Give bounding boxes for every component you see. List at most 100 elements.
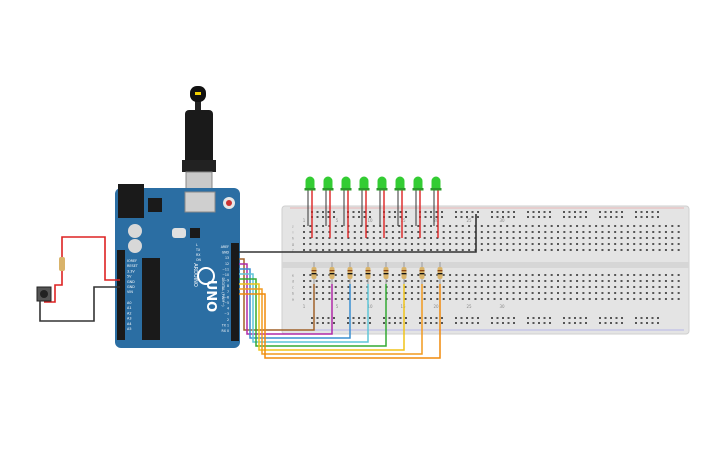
led-dome (377, 176, 387, 190)
column-number-bottom: 25 (466, 304, 472, 309)
breadboard-hole (506, 243, 509, 245)
rail-hole (394, 322, 396, 324)
breadboard-hole (353, 231, 356, 233)
breadboard-hole (455, 243, 458, 245)
breadboard-hole (379, 286, 382, 288)
rail-hole (471, 216, 474, 218)
rail-hole (549, 211, 551, 213)
led[interactable] (340, 176, 352, 239)
breadboard-hole (480, 292, 483, 294)
led[interactable] (412, 176, 424, 239)
resistor[interactable] (401, 262, 407, 284)
breadboard-hole (372, 292, 375, 294)
breadboard-hole (315, 231, 318, 233)
row-letter: c (292, 286, 294, 290)
breadboard-hole (531, 225, 534, 227)
resistor[interactable] (311, 262, 317, 284)
breadboard-hole (328, 280, 331, 282)
breadboard-hole (353, 286, 356, 288)
breadboard-hole (537, 286, 540, 288)
breadboard-hole (487, 292, 490, 294)
rail-hole (621, 317, 623, 319)
breadboard-hole (423, 274, 426, 276)
resistor[interactable] (365, 262, 371, 284)
led[interactable] (394, 176, 406, 239)
led[interactable] (322, 176, 334, 239)
rail-hole (496, 322, 499, 324)
breadboard-hole (601, 286, 604, 288)
breadboard-hole (658, 231, 661, 233)
rail-hole (604, 317, 607, 319)
breadboard-hole (645, 298, 648, 300)
breadboard-hole (563, 274, 566, 276)
led[interactable] (376, 176, 388, 239)
pin-label: A2 (127, 311, 131, 315)
breadboard-hole (671, 249, 674, 251)
breadboard-hole (544, 249, 547, 251)
breadboard-hole (626, 243, 629, 245)
led[interactable] (358, 176, 370, 239)
rail-hole (477, 216, 479, 218)
led-rim (340, 188, 352, 191)
breadboard-hole (639, 249, 642, 251)
breadboard-hole (658, 274, 661, 276)
breadboard-hole (315, 292, 318, 294)
resistor[interactable] (347, 262, 353, 284)
rail-hole (502, 322, 504, 324)
rail-hole (435, 211, 438, 213)
breadboard-hole (645, 286, 648, 288)
breadboard-hole (442, 237, 445, 239)
breadboard-hole (614, 274, 617, 276)
breadboard-hole (341, 243, 344, 245)
rail-hole (363, 317, 366, 319)
breadboard-hole (398, 292, 401, 294)
breadboard-hole (436, 286, 439, 288)
breadboard-hole (410, 286, 413, 288)
breadboard-hole (480, 243, 483, 245)
breadboard-hole (563, 249, 566, 251)
breadboard-hole (430, 237, 432, 239)
pushbutton-circuit[interactable] (36, 236, 120, 322)
rail-hole (358, 322, 360, 324)
resistor[interactable] (437, 262, 443, 284)
usb-plug-body (185, 110, 213, 165)
breadboard-hole (322, 280, 325, 282)
resistor[interactable] (419, 262, 425, 284)
breadboard-hole (645, 237, 648, 239)
breadboard-hole (544, 237, 547, 239)
breadboard-hole (442, 286, 445, 288)
breadboard-hole (360, 292, 363, 294)
rail-hole (651, 211, 654, 213)
breadboard-hole (633, 298, 636, 300)
rail-hole (369, 317, 371, 319)
breadboard-hole (455, 237, 458, 239)
arduino-board[interactable]: UNO ARDUINO DIGITAL (PWM~) IOREFRESET3.3… (115, 184, 240, 348)
resistor[interactable] (383, 262, 389, 284)
wire-5v-red (61, 236, 120, 281)
pin-label: 5V (127, 275, 132, 279)
breadboard-hole (588, 225, 591, 227)
rail-hole (568, 216, 571, 218)
breadboard-hole (480, 286, 483, 288)
breadboard-hole (398, 298, 401, 300)
breadboard-hole (576, 243, 579, 245)
breadboard-hole (328, 249, 331, 251)
led[interactable] (304, 176, 316, 239)
breadboard-hole (474, 292, 477, 294)
breadboard-hole (595, 292, 598, 294)
breadboard-hole (569, 280, 572, 282)
led[interactable] (430, 176, 442, 239)
rail-hole (640, 317, 643, 319)
resistor[interactable] (329, 262, 335, 284)
breadboard-hole (595, 298, 598, 300)
rail-hole (640, 211, 643, 213)
breadboard-hole (518, 249, 521, 251)
breadboard-hole (436, 298, 439, 300)
rail-hole (491, 216, 493, 218)
breadboard-hole (353, 280, 356, 282)
breadboard-hole (385, 280, 388, 282)
